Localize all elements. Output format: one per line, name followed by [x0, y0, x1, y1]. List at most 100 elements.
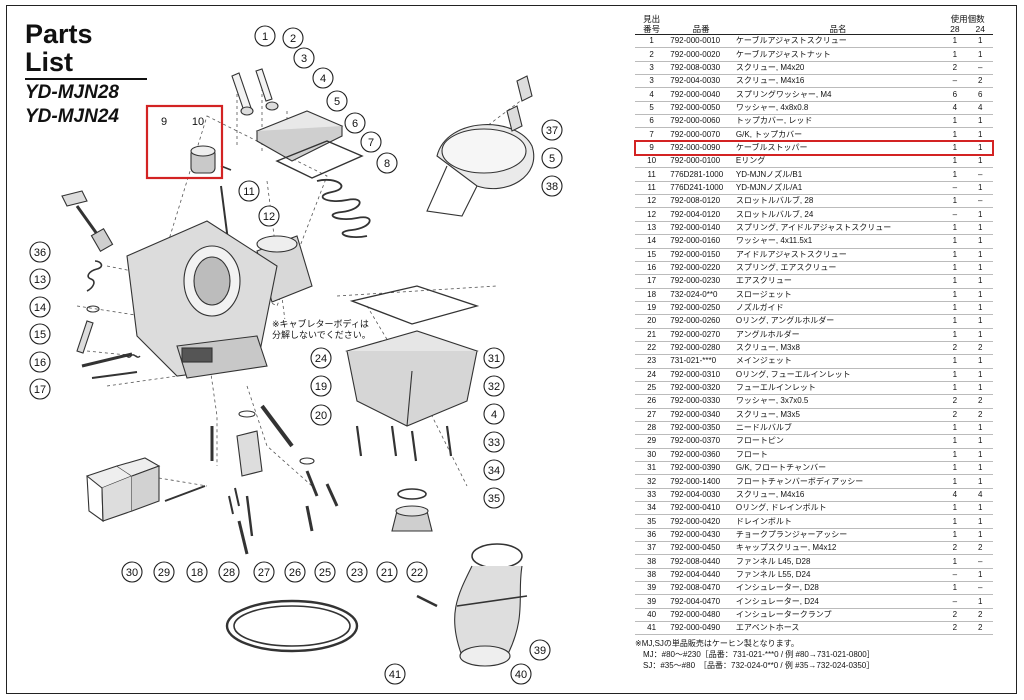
cell-q28: – — [942, 568, 968, 583]
cell-no: 13 — [635, 221, 669, 236]
cell-no: 25 — [635, 381, 669, 396]
cell-q24: – — [967, 194, 993, 209]
cell-pn: 792-000-0270 — [668, 328, 734, 342]
cell-pn: 792-004-0470 — [668, 594, 734, 609]
callout-27: 27 — [253, 561, 275, 583]
callout-circle — [121, 561, 143, 583]
cell-no: 31 — [635, 461, 669, 476]
cell-name: スプリング, エアスクリュー — [733, 261, 943, 276]
highlight-box-9-10 — [145, 104, 224, 180]
cell-q28: 2 — [942, 408, 968, 422]
header-qty-28: 28 — [950, 24, 960, 34]
cell-q24: 1 — [967, 381, 993, 396]
cell-q24: 1 — [967, 434, 993, 449]
cell-q28: 1 — [942, 274, 968, 289]
cell-q24: 1 — [967, 234, 993, 249]
cell-pn: 731-021-***0 — [668, 354, 734, 369]
cell-q28: 1 — [942, 328, 968, 342]
callout-label: 40 — [515, 669, 527, 681]
cell-q28: 1 — [942, 461, 968, 476]
cell-pn: 792-000-0140 — [668, 221, 734, 236]
callout-circle — [483, 487, 505, 509]
callout-20: 20 — [310, 404, 332, 426]
callout-22: 22 — [406, 561, 428, 583]
cell-no: 36 — [635, 528, 669, 543]
cell-pn: 792-000-0280 — [668, 341, 734, 356]
cell-no: 3 — [635, 74, 669, 89]
cell-name: アイドルアジャストスクリュー — [733, 248, 943, 262]
cell-name: ファンネル L55, D24 — [733, 568, 943, 583]
header-no-bottom: 番号 — [643, 24, 661, 34]
cell-no: 19 — [635, 301, 669, 316]
footer-note-mj: MJ：#80～#230［品番：731-021-***0 / 例 #80→731-… — [643, 650, 875, 660]
callout-4: 4 — [483, 403, 505, 425]
cell-no: 7 — [635, 127, 669, 142]
header-qty-24: 24 — [975, 24, 985, 34]
cell-q24: 1 — [967, 47, 993, 62]
cell-no: 30 — [635, 448, 669, 463]
footer-note: ※MJ,SJの単品販売はケーヒン製となります。 — [635, 639, 799, 649]
callout-21: 21 — [376, 561, 398, 583]
cell-pn: 792-000-0060 — [668, 114, 734, 129]
cell-no: 2 — [635, 47, 669, 62]
callout-6: 6 — [344, 112, 366, 134]
callout-label: 25 — [319, 567, 331, 579]
cell-q24: 1 — [967, 368, 993, 382]
callout-label: 29 — [158, 567, 170, 579]
cell-pn: 792-000-0390 — [668, 461, 734, 476]
cell-q24: 1 — [967, 248, 993, 262]
header-part-no: 品番 — [692, 24, 710, 34]
cell-q24: 2 — [967, 408, 993, 422]
cell-no: 6 — [635, 114, 669, 129]
callout-34: 34 — [483, 459, 505, 481]
cell-q24: 4 — [967, 101, 993, 116]
callout-circle — [218, 561, 240, 583]
cell-pn: 792-000-0490 — [668, 621, 734, 636]
callout-circle — [541, 175, 563, 197]
cell-no: 27 — [635, 408, 669, 422]
cell-no: 4 — [635, 87, 669, 102]
cell-q24: 1 — [967, 461, 993, 476]
cell-q28: 1 — [942, 528, 968, 543]
callout-41: 41 — [384, 663, 406, 685]
callout-circle — [29, 241, 51, 263]
callout-label: 12 — [263, 211, 275, 223]
cell-name: ケーブルアジャストスクリュー — [733, 33, 943, 49]
cell-q28: 1 — [942, 514, 968, 529]
callout-label: 39 — [534, 645, 546, 657]
cell-q28: 2 — [942, 541, 968, 556]
header-part-name: 品名 — [829, 24, 847, 34]
callout-circle — [483, 375, 505, 397]
callout-circle — [284, 561, 306, 583]
header-no-top: 見出 — [643, 14, 661, 24]
callout-label: 7 — [368, 137, 374, 149]
cell-name: Oリング, アングルホルダー — [733, 314, 943, 329]
cell-no: 3 — [635, 61, 669, 76]
callout-circle — [258, 205, 280, 227]
cell-q24: 1 — [967, 154, 993, 169]
cell-no: 16 — [635, 261, 669, 276]
cell-pn: 792-000-0090 — [668, 141, 734, 156]
model-name-24: YD-MJN24 — [25, 106, 119, 127]
callout-label: 11 — [243, 186, 254, 198]
cell-name: Oリング, フューエルインレット — [733, 368, 943, 382]
cell-no: 40 — [635, 608, 669, 623]
cell-q24: 1 — [967, 127, 993, 142]
cell-pn: 792-000-0020 — [668, 47, 734, 62]
cell-q28: 1 — [942, 221, 968, 236]
callout-25: 25 — [314, 561, 336, 583]
cell-name: Oリング, ドレインボルト — [733, 501, 943, 516]
cell-pn: 792-000-0150 — [668, 248, 734, 262]
cell-q24: 1 — [967, 181, 993, 196]
callout-circle — [186, 561, 208, 583]
